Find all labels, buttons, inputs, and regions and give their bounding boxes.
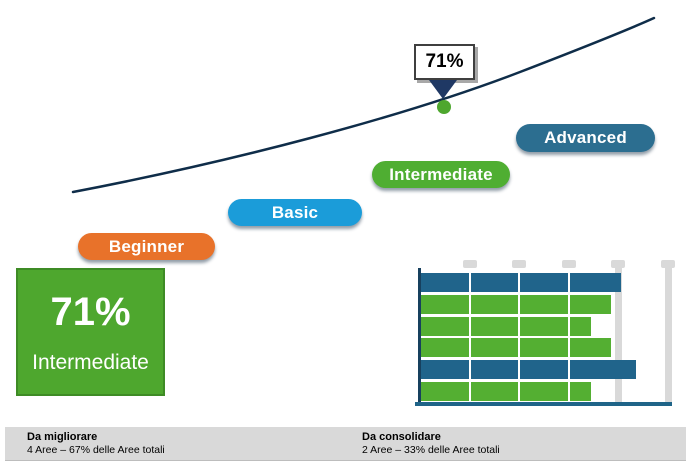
area-scores-bar-chart (415, 260, 687, 410)
current-position-marker (437, 100, 451, 114)
score-callout: 71% (414, 44, 475, 80)
bar-area-4 (420, 338, 611, 358)
bar-area-2 (420, 294, 611, 314)
pill-advanced-label: Advanced (544, 128, 627, 147)
tick-label-40 (512, 260, 527, 268)
pill-beginner: Beginner (78, 233, 215, 260)
score-card-level: Intermediate (32, 351, 149, 374)
pill-basic-label: Basic (271, 202, 319, 222)
tick-label-80 (611, 260, 626, 268)
gridline-40 (518, 270, 521, 402)
gridline-80 (614, 262, 622, 402)
chart-x-axis (415, 402, 672, 406)
pill-intermediate-label: Intermediate (389, 164, 493, 184)
gridline-20 (468, 270, 471, 402)
bar-area-5 (420, 360, 636, 380)
tick-label-60 (561, 260, 576, 268)
score-card: 71% Intermediate (16, 268, 165, 396)
pill-advanced: Advanced (516, 124, 655, 152)
tick-label-100 (661, 260, 675, 268)
bar-area-6 (420, 382, 592, 401)
footer-right-subtitle: 2 Aree – 33% delle Aree totali (362, 444, 500, 456)
chart-y-axis (418, 268, 421, 405)
pill-beginner-label: Beginner (108, 236, 185, 256)
footer-da-migliorare: Da migliorare 4 Aree – 67% delle Aree to… (5, 427, 372, 461)
callout-pointer-icon (429, 80, 457, 99)
footer-right-title: Da consolidare (362, 431, 441, 443)
footer-left-title: Da migliorare (27, 431, 98, 443)
gridline-60 (567, 270, 570, 402)
footer-left-subtitle: 4 Aree – 67% delle Aree totali (27, 444, 165, 456)
footer-da-consolidare: Da consolidare 2 Aree – 33% delle Aree t… (354, 427, 686, 461)
tick-label-20 (462, 260, 477, 268)
gridline-100 (664, 262, 672, 402)
pill-intermediate: Intermediate (372, 161, 510, 188)
pill-basic: Basic (228, 199, 362, 226)
bar-area-3 (420, 316, 592, 336)
score-card-percent: 71% (50, 290, 131, 334)
bar-area-1 (420, 273, 621, 292)
score-callout-value: 71% (425, 51, 464, 72)
